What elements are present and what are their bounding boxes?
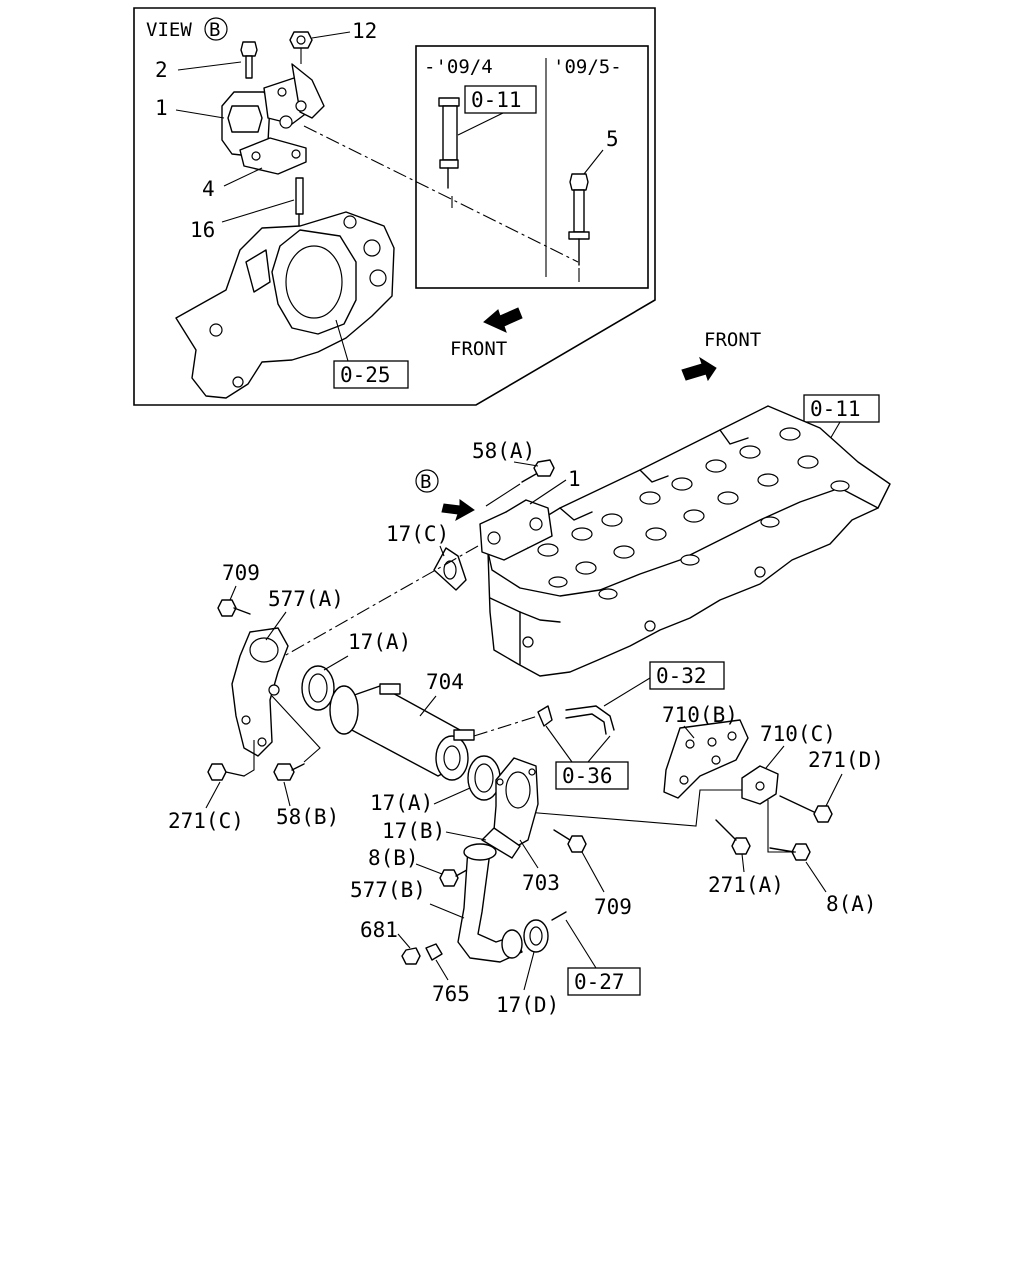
pipe-577b — [457, 843, 523, 963]
callout-271c: 271(C) — [168, 809, 244, 833]
gasket-17a-upper — [301, 665, 335, 711]
cylinder-head — [487, 405, 891, 677]
ref-0-11-inset: 0-11 — [471, 88, 522, 112]
inset-left-label: -'09/4 — [424, 56, 493, 78]
nut-681 — [401, 947, 421, 965]
inset-right-label: '09/5- — [553, 56, 622, 78]
bolt-5 — [568, 173, 590, 266]
bolt-271a — [715, 819, 751, 855]
gasket-4 — [239, 137, 307, 175]
exhaust-housing — [175, 211, 395, 399]
callout-1-main: 1 — [568, 467, 581, 491]
ref-box-0-11-main — [803, 394, 880, 423]
callout-17a-lower: 17(A) — [370, 791, 433, 815]
callout-710b: 710(B) — [662, 703, 738, 727]
callout-709-lower: 709 — [594, 895, 632, 919]
gasket-17b — [481, 827, 521, 859]
view-b-arrow — [441, 499, 475, 522]
callout-17b: 17(B) — [382, 819, 445, 843]
egr-valve-small — [221, 63, 325, 157]
callout-2: 2 — [155, 58, 168, 82]
ref-box-0-25 — [333, 360, 409, 389]
main-diagram: FRONT 0-11 — [168, 329, 891, 1017]
bolt-271c — [207, 763, 245, 781]
bolt-58b — [273, 763, 305, 781]
callout-58b: 58(B) — [276, 805, 339, 829]
callout-8b: 8(B) — [368, 846, 419, 870]
view-b-frame — [133, 7, 656, 406]
ref-box-0-32 — [649, 661, 725, 690]
variant-inset-box — [415, 45, 649, 289]
hose-clamp — [537, 705, 553, 727]
bracket-710c — [741, 765, 779, 805]
front-label-view: FRONT — [450, 338, 507, 360]
callout-271d: 271(D) — [808, 748, 884, 772]
bracket-710b — [663, 719, 749, 799]
ref-0-11-main: 0-11 — [810, 397, 861, 421]
ref-box-0-27 — [567, 967, 641, 996]
view-b-panel: VIEW B -'09/4 '09/5- 0-11 5 — [133, 7, 656, 406]
bolt-2 — [240, 41, 258, 79]
callout-17c: 17(C) — [386, 522, 449, 546]
ref-0-32: 0-32 — [656, 664, 707, 688]
callout-765: 765 — [432, 982, 470, 1006]
ref-0-27: 0-27 — [574, 970, 625, 994]
egr-valve-main — [479, 499, 553, 561]
callout-58a: 58(A) — [472, 439, 535, 463]
callout-8a: 8(A) — [826, 892, 877, 916]
bolt-58a — [521, 459, 555, 483]
ref-0-36: 0-36 — [562, 764, 613, 788]
front-arrow-main — [681, 356, 717, 382]
bolt-271d — [779, 795, 833, 823]
callout-577b: 577(B) — [350, 878, 426, 902]
callout-1-view: 1 — [155, 96, 168, 120]
callout-16: 16 — [190, 218, 215, 242]
ref-box-0-36 — [555, 761, 629, 790]
bolt-709-lower — [553, 829, 587, 853]
coolant-hose — [565, 705, 615, 735]
callout-4: 4 — [202, 177, 215, 201]
callout-710c: 710(C) — [760, 722, 836, 746]
view-title: VIEW — [146, 19, 192, 41]
view-b-marker: B — [420, 471, 431, 493]
front-arrow-view — [483, 307, 523, 333]
callout-17a-upper: 17(A) — [348, 630, 411, 654]
view-letter-circle — [204, 17, 228, 41]
housing-703 — [493, 757, 539, 851]
egr-cooler-704 — [329, 683, 475, 781]
view-b-marker-circle — [415, 469, 439, 493]
callout-703: 703 — [522, 871, 560, 895]
callout-704: 704 — [426, 670, 464, 694]
callout-577a: 577(A) — [268, 587, 344, 611]
nut-12 — [289, 31, 313, 64]
callout-12: 12 — [352, 19, 377, 43]
callout-681: 681 — [360, 918, 398, 942]
plug-765 — [425, 943, 443, 961]
callout-271a: 271(A) — [708, 873, 784, 897]
gasket-17d — [523, 911, 567, 953]
callout-5: 5 — [606, 127, 619, 151]
bolt-709-upper — [217, 599, 251, 617]
gasket-17a-lower — [467, 755, 501, 801]
view-letter: B — [209, 19, 220, 41]
callout-709-upper: 709 — [222, 561, 260, 585]
bracket-577a — [231, 627, 289, 757]
ref-box-0-11-inset — [464, 85, 537, 114]
stud-old-variant — [438, 97, 460, 208]
ref-0-25: 0-25 — [340, 363, 391, 387]
callout-17d: 17(D) — [496, 993, 559, 1017]
front-label-main: FRONT — [704, 329, 761, 351]
